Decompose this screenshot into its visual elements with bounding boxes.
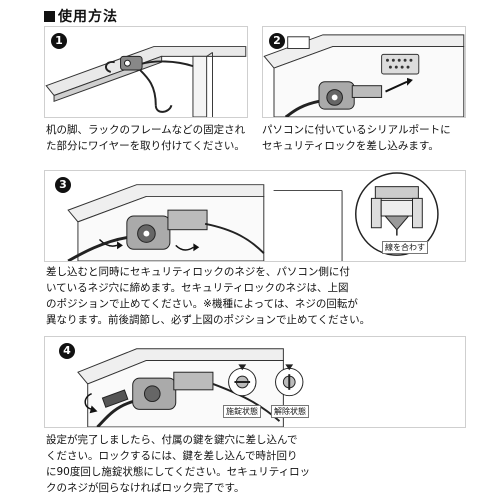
step-4-illustration: 4 施錠状態 解除状態 (44, 336, 466, 428)
step-1-caption-line: た部分にワイヤーを取り付けてください。 (46, 140, 245, 152)
step-2-caption-line: パソコンに付いているシリアルポートに (262, 124, 451, 136)
desk-wire-drawing (45, 46, 247, 117)
step-3-caption-line: のポジションで止めてください。※機種によっては、ネジの回転が (46, 298, 358, 310)
step-3-caption-line: 異なります。前後調節し、必ず上図のポジションで止めてください。 (46, 314, 371, 326)
heading-text: 使用方法 (58, 9, 118, 25)
step-3-caption: 差し込むと同時にセキュリティロックのネジを、パソコン側に付 いているネジ穴に締め… (46, 264, 496, 328)
step-3-inset-label: 線を合わす (382, 241, 428, 254)
heading-square-icon (44, 11, 55, 22)
page-heading: 使用方法 (44, 6, 118, 26)
step-2-caption-line: セキュリティロックを差し込みます。 (262, 140, 439, 152)
screw-tighten-drawing (67, 172, 439, 261)
step-3-caption-line: 差し込むと同時にセキュリティロックのネジを、パソコン側に付 (46, 266, 350, 278)
step-2-caption: パソコンに付いているシリアルポートに セキュリティロックを差し込みます。 (262, 122, 492, 154)
step-1-caption: 机の脚、ラックのフレームなどの固定され た部分にワイヤーを取り付けてください。 (46, 122, 256, 154)
step-4-caption-line: 設定が完了しましたら、付属の鍵を鍵穴に差し込んで (46, 434, 298, 446)
step-4-caption-line: ください。ロックするには、鍵を差し込んで時計回り (46, 450, 298, 462)
step-1-caption-line: 机の脚、ラックのフレームなどの固定され (46, 124, 246, 136)
step-3-number-badge: 3 (55, 177, 71, 193)
step-1-number-badge: 1 (51, 33, 67, 49)
step-3-caption-line: いているネジ穴に締めます。セキュリティロックのネジは、上図 (46, 282, 349, 294)
locked-state-label: 施錠状態 (223, 405, 261, 418)
step-4-caption: 設定が完了しましたら、付属の鍵を鍵穴に差し込んで ください。ロックするには、鍵を… (46, 432, 496, 496)
step-3-illustration: 3 線を合わす (44, 170, 466, 262)
step-2-illustration: 2 (262, 26, 466, 118)
unlocked-state-label: 解除状態 (271, 405, 309, 418)
step-1-illustration: 1 (44, 26, 248, 118)
serial-port-drawing (263, 34, 465, 117)
step-2-number-badge: 2 (269, 33, 285, 49)
step-4-caption-line: クのネジが回らなければロック完了です。 (46, 482, 245, 494)
step-4-number-badge: 4 (59, 343, 75, 359)
step-4-caption-line: に90度回し施錠状態にしてください。セキュリティロッ (46, 466, 311, 478)
